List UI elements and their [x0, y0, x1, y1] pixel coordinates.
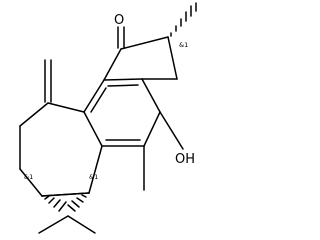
bond [83, 79, 105, 113]
aromatic-ring [83, 78, 161, 147]
carbonyl-oxygen-label: O [114, 13, 124, 28]
hash [48, 197, 55, 204]
bond [103, 78, 143, 81]
structure-diagram: O &1 OH [19, 2, 197, 234]
aromatic-double-bond [107, 84, 139, 87]
bond [88, 145, 103, 194]
bond [19, 168, 43, 197]
aromatic-double-bond [90, 87, 107, 113]
methyl-stereo-wedge [170, 2, 197, 37]
bond [143, 111, 161, 147]
hydroxyl-bond [159, 111, 184, 150]
bond [47, 102, 85, 113]
hash [53, 199, 61, 208]
hash [71, 200, 80, 208]
bond [103, 48, 122, 81]
bond [120, 36, 169, 50]
hash [76, 197, 84, 203]
bond [83, 111, 103, 147]
bond [167, 36, 178, 80]
hash [81, 194, 87, 198]
cyclopropane-ring [38, 192, 96, 234]
hash [44, 195, 50, 200]
stereo-label-cyclopropane-right: &1 [89, 173, 98, 181]
stereo-label-methyl: &1 [179, 41, 188, 49]
cyclopentanone-ring: O [103, 13, 178, 81]
hash [67, 204, 76, 212]
stereo-label-cyclopropane-left: &1 [24, 173, 33, 181]
gem-methyl-bond [67, 215, 96, 234]
bond [19, 102, 49, 127]
bond [41, 192, 90, 197]
hydroxyl-label: OH [175, 152, 195, 167]
gem-methyl-bond [38, 215, 69, 234]
bond [141, 78, 161, 113]
hash [58, 201, 67, 212]
